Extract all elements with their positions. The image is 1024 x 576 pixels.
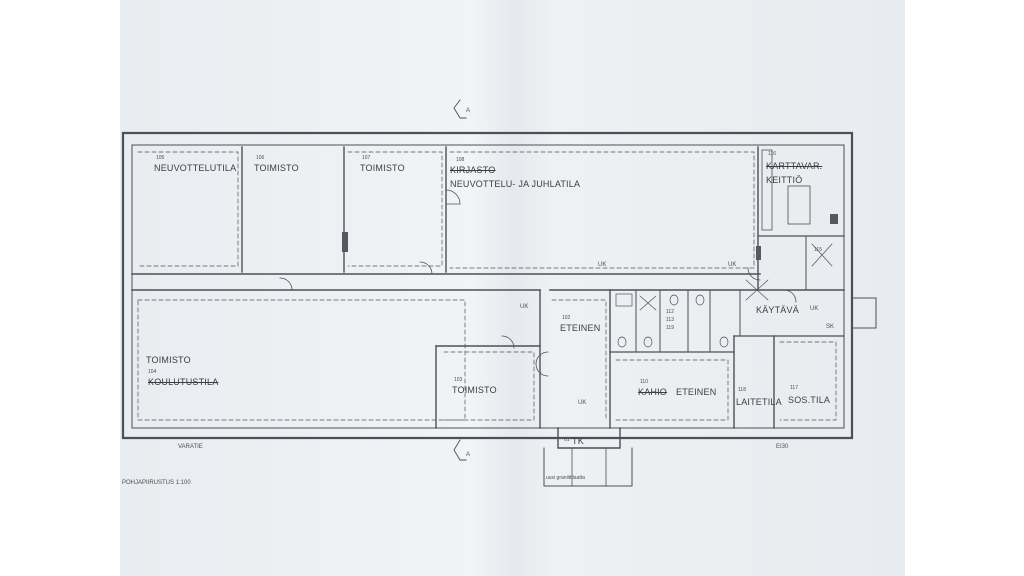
room-107-name: TOIMISTO <box>360 163 405 173</box>
uk-mark: UK <box>728 262 737 268</box>
corridor-name: KÄYTÄVÄ <box>756 305 799 315</box>
wall-wc-split-1 <box>635 289 711 353</box>
wc-fixtures <box>615 243 833 348</box>
room-105-number: 105 <box>156 155 165 161</box>
section-line-bottom <box>453 439 467 461</box>
entrance-canopy <box>543 447 633 487</box>
hatch-block <box>756 246 761 260</box>
scale-note: POHJAPIIRUSTUS 1:100 <box>122 480 191 486</box>
canopy-note: uusi graniittilaatta <box>546 475 585 481</box>
dashed-line <box>137 151 837 421</box>
room-108-old-name: KIRJASTO <box>450 165 496 175</box>
section-mark-bottom: A <box>466 452 471 458</box>
outer-wall <box>121 131 854 440</box>
floor-plan <box>121 99 877 487</box>
sk-mark: SK <box>826 324 835 330</box>
room-105-name: NEUVOTTELUTILA <box>154 163 237 173</box>
paper-sheet: 105 NEUVOTTELUTILA 106 TOIMISTO 107 TOIM… <box>120 0 905 576</box>
room-102-number: 102 <box>562 315 571 321</box>
uk-mark: UK <box>598 262 607 268</box>
entrance-tk <box>557 427 621 449</box>
side-stair <box>851 297 877 329</box>
room-103-number: 103 <box>454 377 463 383</box>
room-102-name: ETEINEN <box>560 323 601 333</box>
room-119-number: 119 <box>666 325 674 331</box>
room-110-number: 110 <box>640 379 648 385</box>
varatie-label: VARATIE <box>178 444 203 450</box>
room-104-old-name: KOULUTUSTILA <box>148 377 219 387</box>
uk-mark: UK <box>520 304 529 310</box>
room-110-old-name: KAHIO <box>638 387 668 397</box>
room-104-number: 104 <box>148 369 157 375</box>
room-107-number: 107 <box>362 155 371 161</box>
uk-mark: UK <box>578 400 587 406</box>
uk-mark: UK <box>810 306 819 312</box>
room-116-old-name: KARTTAVAR. <box>766 161 823 171</box>
section-mark-top: A <box>466 108 471 114</box>
room-101-number: 01 <box>564 437 570 443</box>
entrance-door-lines <box>571 447 607 487</box>
ei30-label: EI30 <box>776 444 789 450</box>
room-104-name: TOIMISTO <box>146 355 191 365</box>
hatch-block <box>830 214 838 224</box>
room-115-number: 115 <box>814 247 822 253</box>
room-116-number: 116 <box>768 151 776 157</box>
room-112-number: 112 <box>666 309 674 315</box>
room-117-name: SOS.TILA <box>788 395 831 405</box>
room-101-name: TK <box>572 436 584 446</box>
room-118-name: LAITETILA <box>736 397 782 407</box>
room-113-number: 113 <box>666 317 674 323</box>
room-108-number: 108 <box>456 157 465 163</box>
kitchen-counter <box>761 149 773 231</box>
hatch-block <box>342 232 348 252</box>
room-117-number: 117 <box>790 385 798 391</box>
room-103-name: TOIMISTO <box>452 385 497 395</box>
room-116-name: KEITTIÖ <box>766 175 803 185</box>
room-118-number: 118 <box>738 387 746 393</box>
room-106-name: TOIMISTO <box>254 163 299 173</box>
room-108-name: NEUVOTTELU- JA JUHLATILA <box>450 179 581 189</box>
kitchen-island <box>787 185 811 225</box>
room-110-name: ETEINEN <box>676 387 717 397</box>
room-106-number: 106 <box>256 155 265 161</box>
door-swing <box>279 189 797 377</box>
section-line-top <box>453 99 467 119</box>
inner-wall-line <box>131 144 845 429</box>
